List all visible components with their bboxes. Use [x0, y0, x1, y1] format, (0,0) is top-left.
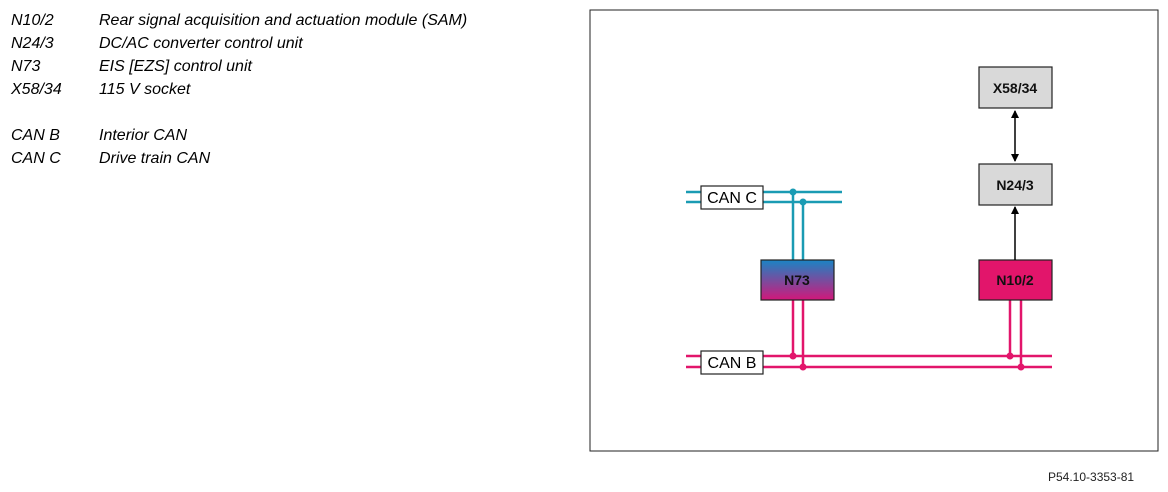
figure-reference: P54.10-3353-81	[1048, 470, 1135, 484]
can-c-label-box: CAN C	[700, 185, 764, 210]
x58-34-label: X58/34	[993, 80, 1038, 96]
n73-box: N73	[760, 259, 835, 301]
can-b-label: CAN B	[708, 355, 757, 372]
can-b-label-box: CAN B	[700, 350, 764, 375]
can-c-junction-dot	[789, 188, 797, 196]
n10-2-box: N10/2	[978, 259, 1053, 301]
n73-label: N73	[784, 272, 810, 288]
can-b-junction-dot	[1006, 352, 1014, 360]
can-c-label: CAN C	[707, 190, 757, 207]
can-c-junction-dot	[799, 198, 807, 206]
n10-2-label: N10/2	[996, 272, 1034, 288]
diagram-frame	[589, 9, 1159, 452]
n24-3-label: N24/3	[996, 177, 1034, 193]
x58-34-box: X58/34	[978, 66, 1053, 109]
can-b-junction-dot	[1017, 363, 1025, 371]
can-b-junction-dot	[789, 352, 797, 360]
n24-3-box: N24/3	[978, 163, 1053, 206]
can-b-junction-dot	[799, 363, 807, 371]
